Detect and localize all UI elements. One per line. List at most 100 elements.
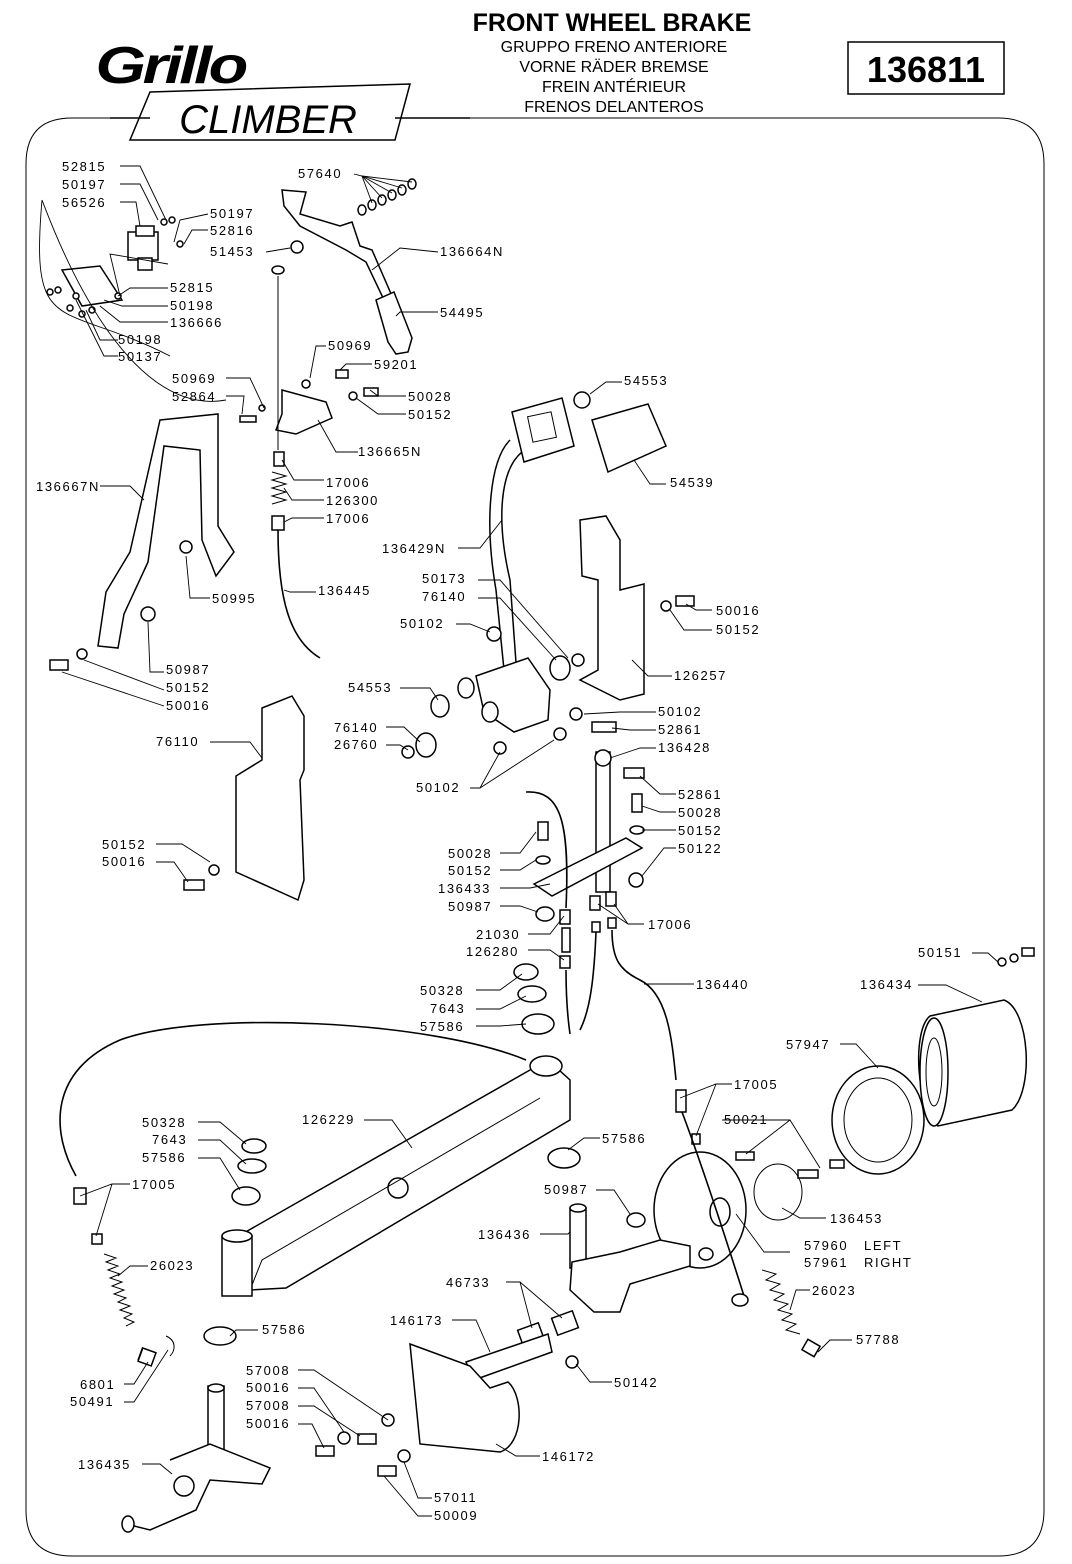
label-50491: 50491 — [70, 1394, 114, 1409]
label-50137: 50137 — [118, 349, 162, 364]
spring-26023-left — [73, 1187, 157, 1365]
label-52815: 52815 — [62, 159, 106, 174]
label-126229: 126229 — [302, 1112, 355, 1127]
label-17005: 17005 — [132, 1177, 176, 1192]
label-136664N: 136664N — [440, 244, 504, 259]
model-banner: CLIMBER — [110, 83, 470, 142]
label-26023: 26023 — [150, 1258, 194, 1273]
label-136435: 136435 — [78, 1457, 131, 1472]
subtitle-fr: FREIN ANTÉRIEUR — [542, 77, 686, 96]
label-50197: 50197 — [62, 177, 106, 192]
nut-50102-c — [553, 727, 567, 741]
brand-name: Grillo — [96, 37, 248, 95]
label-136436: 136436 — [478, 1227, 531, 1242]
part-labels: 52815 50197 56526 50197 52816 52815 5019… — [36, 159, 962, 1523]
cable-136440 — [611, 929, 677, 1081]
bracket-136667N — [97, 413, 235, 649]
label-50016: 50016 — [246, 1416, 290, 1431]
label-17006: 17006 — [326, 511, 370, 526]
label-57586: 57586 — [142, 1150, 186, 1165]
label-136434: 136434 — [860, 977, 913, 992]
title-block: FRONT WHEEL BRAKE GRUPPO FRENO ANTERIORE… — [473, 9, 752, 116]
axle-126229 — [227, 1059, 571, 1291]
label-52861: 52861 — [678, 787, 722, 802]
pedal-plate — [511, 397, 575, 463]
label-57586: 57586 — [420, 1019, 464, 1034]
bracket-146173 — [464, 1333, 553, 1381]
label-136433: 136433 — [438, 881, 491, 896]
label-136445: 136445 — [318, 583, 371, 598]
cable-136445 — [277, 529, 321, 659]
plate-146172 — [409, 1342, 520, 1453]
label-26760: 26760 — [334, 737, 378, 752]
label-136453: 136453 — [830, 1211, 883, 1226]
label-57961: 57961 — [804, 1255, 848, 1270]
label-50102: 50102 — [658, 704, 702, 719]
label-57008: 57008 — [246, 1398, 290, 1413]
label-56526: 56526 — [62, 195, 106, 210]
label-50152: 50152 — [166, 680, 210, 695]
label-52816: 52816 — [210, 223, 254, 238]
label-54553: 54553 — [348, 680, 392, 695]
bolt-washer-50151 — [997, 947, 1035, 967]
label-17006: 17006 — [648, 917, 692, 932]
label-50152: 50152 — [408, 407, 452, 422]
label-46733: 46733 — [446, 1275, 490, 1290]
label-50142: 50142 — [614, 1375, 658, 1390]
bolt-washer-right — [660, 595, 695, 612]
label-50328: 50328 — [420, 983, 464, 998]
lever-brake — [698, 1247, 749, 1307]
label-57788: 57788 — [856, 1332, 900, 1347]
label-50152: 50152 — [102, 837, 146, 852]
shoes-57947 — [831, 1065, 925, 1175]
label-136429N: 136429N — [382, 541, 446, 556]
adjuster-21030 — [559, 909, 571, 969]
label-6801: 6801 — [80, 1377, 115, 1392]
label-50016: 50016 — [716, 603, 760, 618]
label-76140: 76140 — [422, 589, 466, 604]
label-57640: 57640 — [298, 166, 342, 181]
switch-56526 — [127, 225, 159, 271]
bolt-57011 — [377, 1449, 411, 1477]
label-50328: 50328 — [142, 1115, 186, 1130]
label-50151: 50151 — [918, 945, 962, 960]
label-50969: 50969 — [328, 338, 372, 353]
label-57960: 57960 — [804, 1238, 848, 1253]
subtitle-es: FRENOS DELANTEROS — [524, 99, 704, 116]
label-50028: 50028 — [448, 846, 492, 861]
nut-50995 — [179, 540, 193, 554]
leader-lines — [39, 165, 999, 1517]
assembly-code: 136811 — [867, 49, 985, 90]
label-50102: 50102 — [400, 616, 444, 631]
label-76110: 76110 — [156, 734, 199, 749]
label-50197: 50197 — [210, 206, 254, 221]
page-title: FRONT WHEEL BRAKE — [473, 9, 752, 37]
label-50009: 50009 — [434, 1508, 478, 1523]
bush-54553 — [430, 694, 450, 718]
nut-51453 — [290, 240, 304, 254]
ferrules-17006 — [589, 891, 617, 933]
label-50028: 50028 — [408, 389, 452, 404]
label-17006: 17006 — [326, 475, 370, 490]
spring-26023-right — [761, 1269, 822, 1358]
label-59201: 59201 — [374, 357, 418, 372]
label-146173: 146173 — [390, 1313, 443, 1328]
bolts-57008 — [315, 1413, 395, 1457]
bush-76140-lower — [415, 732, 437, 758]
plate-136433 — [532, 837, 644, 897]
label-50016: 50016 — [166, 698, 210, 713]
label-50173: 50173 — [422, 571, 466, 586]
nut-50122 — [628, 872, 644, 888]
label-left: LEFT — [864, 1238, 902, 1253]
label-136667N: 136667N — [36, 479, 100, 494]
bracket-126257 — [578, 515, 645, 701]
bolt-50028-right — [631, 793, 643, 813]
lever-136664N — [281, 189, 393, 302]
label-52864: 52864 — [172, 389, 216, 404]
pedal-pad-54539 — [591, 403, 667, 474]
spindle-136436 — [569, 1203, 691, 1313]
bracket-hardware — [239, 369, 379, 423]
label-146172: 146172 — [542, 1449, 595, 1464]
grillo-logo: Grillo — [96, 37, 251, 95]
label-136665N: 136665N — [358, 444, 422, 459]
